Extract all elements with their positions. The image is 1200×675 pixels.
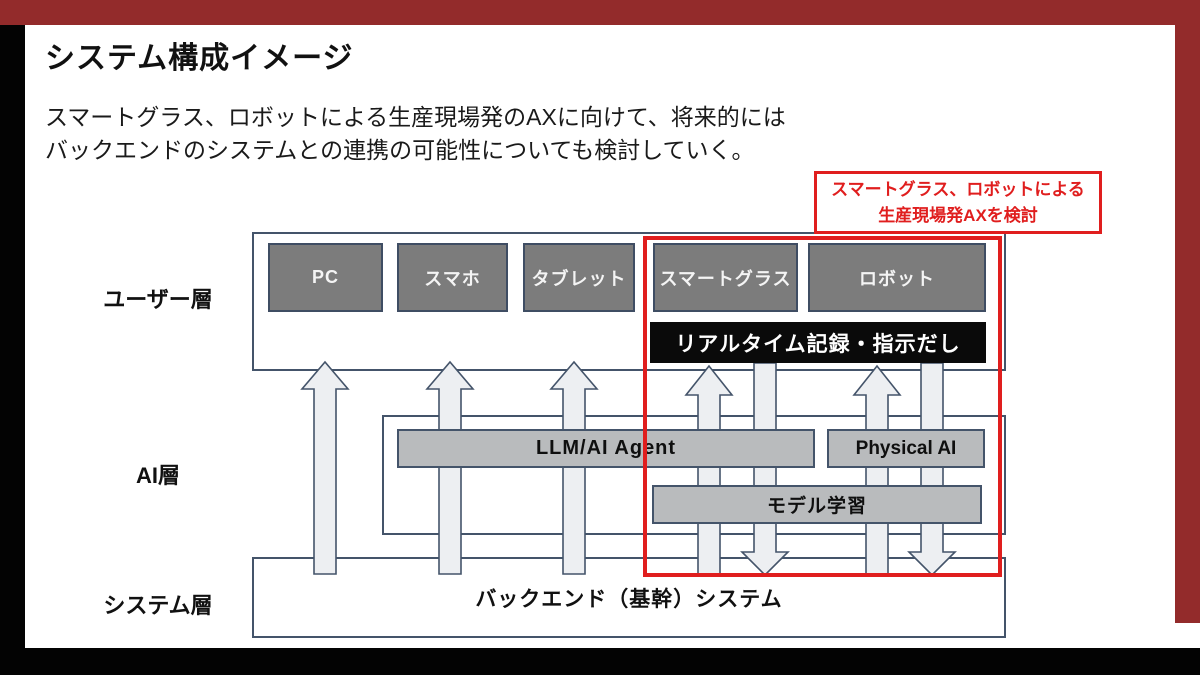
device-box-pc: PC xyxy=(268,243,383,312)
frame-left-bar xyxy=(0,25,25,675)
frame-top-bar xyxy=(0,0,1200,25)
realtime-box: リアルタイム記録・指示だし xyxy=(650,322,986,363)
body-text: スマートグラス、ロボットによる生産現場発のAXに向けて、将来的には バックエンド… xyxy=(45,101,786,167)
page-title: システム構成イメージ xyxy=(45,42,354,75)
callout-box: スマートグラス、ロボットによる 生産現場発AXを検討 xyxy=(814,171,1102,234)
device-box-tablet: タブレット xyxy=(523,243,635,312)
highlight-rect xyxy=(643,236,1002,577)
label-system-layer: システム層 xyxy=(103,593,213,618)
device-box-smartphone: スマホ xyxy=(397,243,508,312)
label-ai-layer: AI層 xyxy=(135,463,180,488)
system-box-label: バックエンド（基幹）システム xyxy=(475,587,783,611)
system-layer-box: バックエンド（基幹）システム xyxy=(252,557,1006,638)
up-arrow-pc xyxy=(300,360,350,575)
device-box-robot: ロボット xyxy=(808,243,986,312)
frame-right-bar xyxy=(1175,0,1200,623)
callout-line-1: スマートグラス、ロボットによる xyxy=(831,179,1085,199)
frame-bottom-bar xyxy=(0,648,1200,675)
device-box-smartglass: スマートグラス xyxy=(653,243,798,312)
label-user-layer: ユーザー層 xyxy=(103,287,213,312)
body-line-2: バックエンドのシステムとの連携の可能性についても検討していく。 xyxy=(45,137,755,163)
body-line-1: スマートグラス、ロボットによる生産現場発のAXに向けて、将来的には xyxy=(45,104,786,130)
callout-line-2: 生産現場発AXを検討 xyxy=(878,205,1038,225)
